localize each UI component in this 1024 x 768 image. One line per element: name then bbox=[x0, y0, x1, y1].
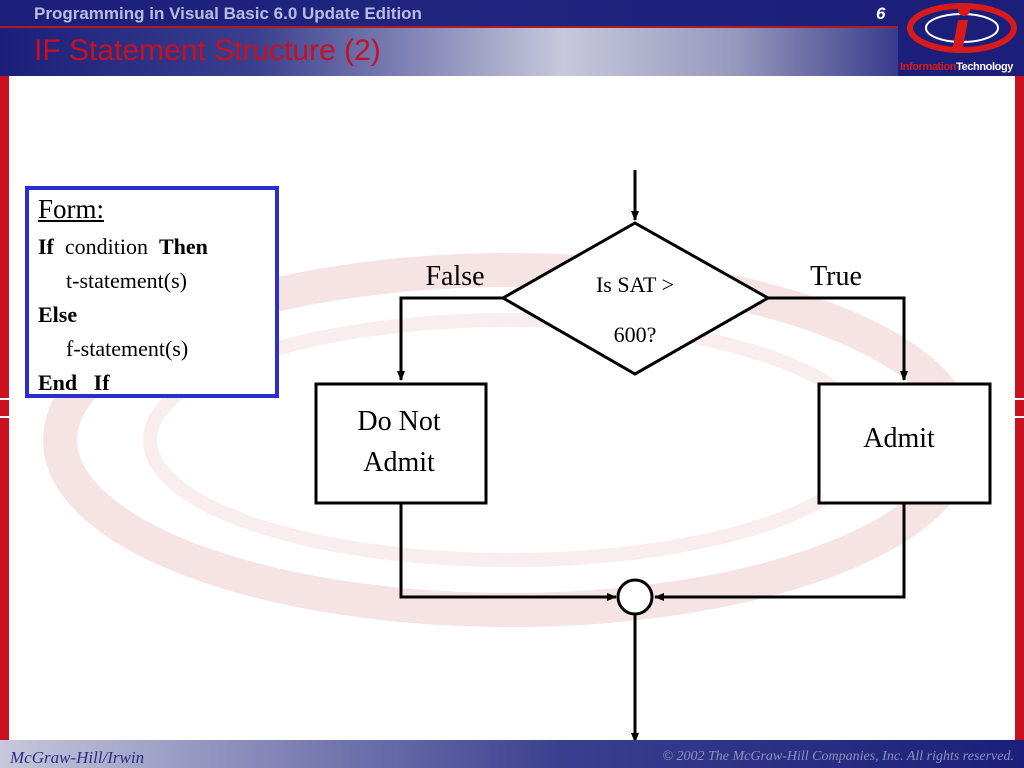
decision-text-line2: 600? bbox=[614, 322, 657, 347]
course-title: Programming in Visual Basic 6.0 Update E… bbox=[34, 4, 422, 23]
if-syntax-box: Form: If condition Then t-statement(s) E… bbox=[25, 186, 279, 398]
do-not-admit-text-line2: Admit bbox=[363, 447, 435, 478]
decision-diamond bbox=[499, 221, 772, 376]
right-bar-mark bbox=[1015, 398, 1024, 400]
syntax-line-if: If condition Then bbox=[38, 234, 208, 260]
left-accent-bar bbox=[0, 76, 9, 740]
do-not-admit-text-line1: Do Not bbox=[357, 406, 440, 437]
merge-connector-circle bbox=[616, 578, 654, 616]
true-branch-connector bbox=[768, 296, 908, 381]
syntax-condition: condition bbox=[64, 234, 148, 259]
true-merge-connector bbox=[654, 503, 906, 601]
slide-title: IF Statement Structure (2) bbox=[34, 34, 381, 67]
keyword-else: Else bbox=[38, 302, 78, 327]
copyright-notice: © 2002 The McGraw-Hill Companies, Inc. A… bbox=[662, 749, 1014, 764]
page-number: 6 bbox=[876, 4, 886, 23]
do-not-admit-box bbox=[314, 382, 488, 505]
right-bar-mark bbox=[1015, 416, 1024, 418]
publisher-name: McGraw-Hill/Irwin bbox=[10, 748, 145, 767]
left-bar-mark bbox=[0, 416, 9, 418]
syntax-line-end-if: End If bbox=[38, 370, 110, 396]
admit-box bbox=[817, 382, 992, 505]
false-merge-connector bbox=[399, 503, 617, 601]
keyword-end: End bbox=[38, 370, 78, 395]
form-heading: Form: bbox=[38, 194, 105, 224]
keyword-if: If bbox=[38, 234, 54, 259]
keyword-if-end: If bbox=[93, 370, 110, 395]
left-bar-mark bbox=[0, 398, 9, 400]
right-accent-bar bbox=[1015, 76, 1024, 740]
logo-word-information: Information bbox=[900, 61, 957, 73]
logo-word-technology: Technology bbox=[956, 61, 1014, 73]
keyword-then: Then bbox=[159, 234, 208, 259]
it-logo bbox=[898, 0, 1024, 76]
footer-bar bbox=[0, 740, 1024, 768]
false-branch-connector bbox=[397, 296, 503, 381]
syntax-line-f-statement: f-statement(s) bbox=[66, 336, 189, 361]
header-strip bbox=[0, 0, 900, 28]
true-branch-label: True bbox=[810, 261, 862, 292]
false-branch-label: False bbox=[425, 261, 484, 292]
syntax-line-t-statement: t-statement(s) bbox=[66, 268, 187, 293]
admit-text: Admit bbox=[863, 423, 935, 454]
decision-text-line1: Is SAT > bbox=[596, 272, 674, 297]
logo-wordmark: InformationTechnology bbox=[900, 61, 1013, 73]
it-logo-icon bbox=[907, 3, 1017, 53]
